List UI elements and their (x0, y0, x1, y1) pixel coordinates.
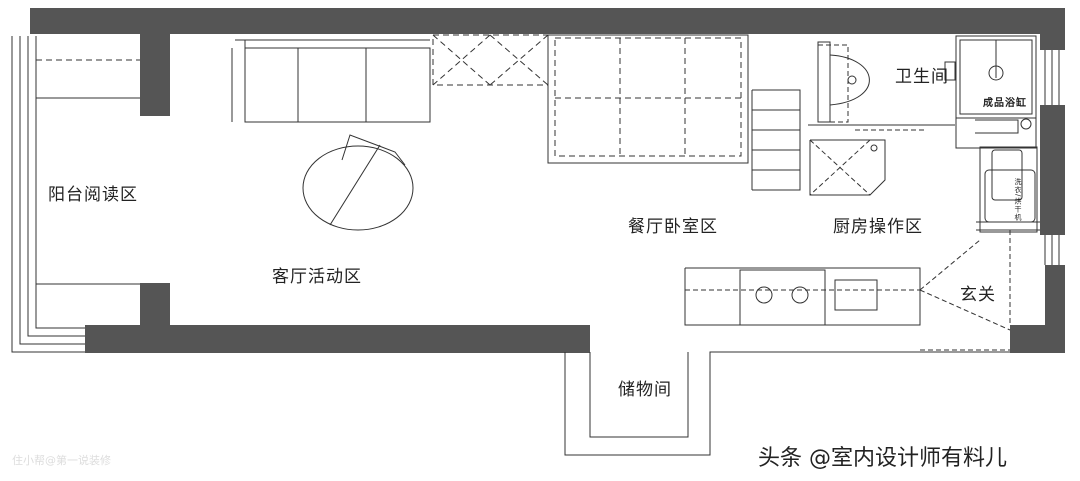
room-label-dining-bedroom: 餐厅卧室区 (628, 217, 718, 237)
room-label-bathroom: 卫生间 (895, 67, 949, 87)
fixture-label-washer: 洗衣/烘干机 (1014, 178, 1022, 222)
room-label-kitchen: 厨房操作区 (833, 217, 923, 237)
watermark: 头条 @室内设计师有料儿 (758, 446, 1007, 471)
room-label-living: 客厅活动区 (272, 267, 362, 287)
room-label-balcony: 阳台阅读区 (48, 185, 138, 205)
room-label-entrance: 玄关 (960, 285, 996, 305)
watermark-faint: 住小帮@第一说装修 (12, 454, 111, 467)
room-label-storage: 储物间 (618, 380, 672, 400)
walls (10, 8, 1065, 353)
fixture-label-bathtub: 成品浴缸 (983, 98, 1027, 109)
